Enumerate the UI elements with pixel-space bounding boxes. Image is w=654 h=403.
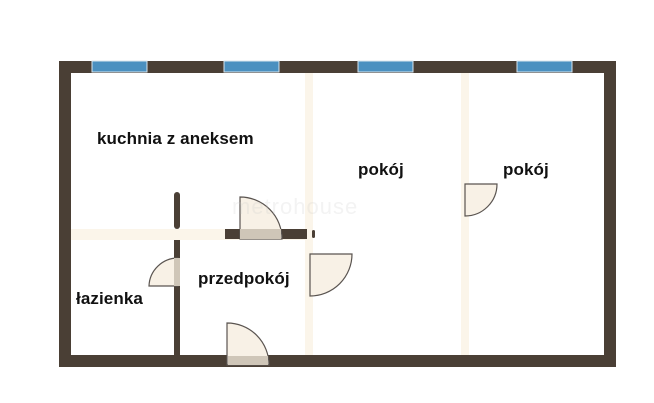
door-entrance	[226, 322, 270, 366]
door-room1	[309, 253, 353, 297]
window-1	[91, 60, 148, 73]
room-label-room1: pokój	[358, 160, 404, 179]
doors	[148, 183, 498, 366]
windows	[91, 60, 573, 73]
door-kitchen	[239, 196, 283, 240]
window-4	[516, 60, 573, 73]
door-room2	[464, 183, 498, 217]
room-label-room2: pokój	[503, 160, 549, 179]
room-label-bathroom: łazienka	[76, 289, 143, 308]
watermark: metrohouse	[232, 194, 359, 219]
room-label-kitchen: kuchnia z aneksem	[97, 129, 254, 148]
room-label-hall: przedpokój	[198, 269, 290, 288]
outer-walls	[59, 61, 616, 367]
window-2	[223, 60, 280, 73]
window-3	[357, 60, 414, 73]
door-bathroom	[148, 257, 180, 287]
